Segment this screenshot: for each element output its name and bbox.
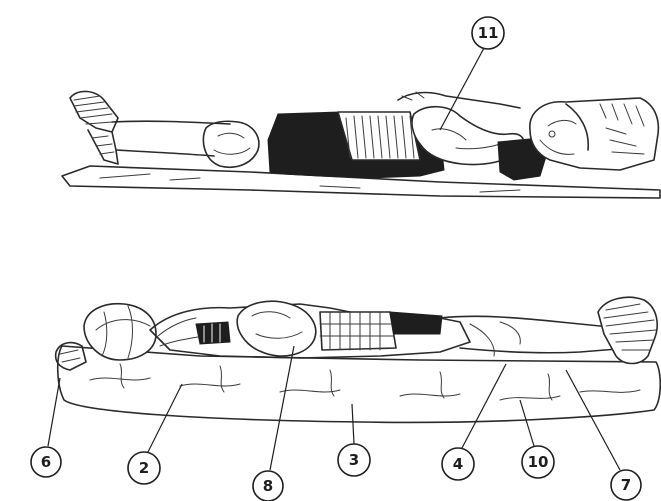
- callout-8: 8: [253, 346, 294, 501]
- callout-7: 7: [566, 370, 641, 500]
- callout-label: 10: [528, 453, 549, 471]
- callout-label: 11: [478, 24, 499, 42]
- bottom-burial-figure: 6 2 8 3 4 10 7: [31, 297, 660, 501]
- top-striped-cloth: [338, 112, 420, 160]
- top-knee-bundle: [203, 121, 259, 167]
- top-feet: [70, 91, 118, 164]
- callout-label: 8: [263, 477, 273, 495]
- top-head: [530, 98, 659, 170]
- callout-label: 7: [621, 476, 631, 494]
- callout-11: 11: [440, 17, 504, 130]
- callout-3: 3: [338, 404, 370, 476]
- bottom-head: [84, 304, 156, 360]
- callout-10: 10: [520, 400, 554, 478]
- bottom-arms: [237, 301, 316, 356]
- callout-label: 2: [139, 459, 149, 477]
- callout-label: 4: [453, 455, 463, 473]
- callout-label: 6: [41, 453, 51, 471]
- callout-6: 6: [31, 378, 61, 477]
- callout-2: 2: [128, 384, 182, 484]
- bottom-striped-cloth: [320, 312, 442, 350]
- top-legs: [112, 121, 230, 156]
- bottom-dark-patch-left: [196, 322, 230, 344]
- bottom-feet: [598, 297, 657, 363]
- callout-label: 3: [349, 451, 359, 469]
- bottom-mattress: [58, 346, 661, 422]
- top-burial-figure: 11: [62, 17, 660, 198]
